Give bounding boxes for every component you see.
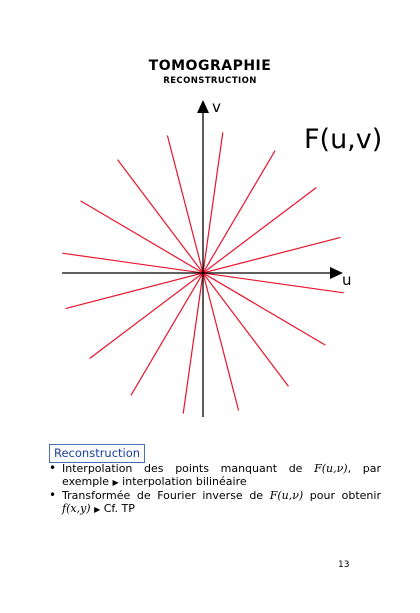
triangle-right-icon: ▶ xyxy=(112,478,119,487)
v-axis-arrowhead xyxy=(197,100,209,113)
bullet-inverse-fourier: Transformée de Fourier inverse de F(u,ν)… xyxy=(49,489,381,516)
function-label: F(u,v) xyxy=(304,124,383,155)
u-axis-arrowhead xyxy=(330,267,343,279)
slide-subtitle: RECONSTRUCTION xyxy=(163,76,257,86)
slide-title: TOMOGRAPHIE xyxy=(148,58,272,74)
triangle-right-icon: ▶ xyxy=(94,505,101,514)
bullet-interpolation: Interpolation des points manquant de F(u… xyxy=(49,462,381,489)
v-axis-label: v xyxy=(212,98,221,116)
u-axis-label: u xyxy=(342,271,352,289)
bullet-list: Interpolation des points manquant de F(u… xyxy=(49,462,381,516)
section-header: Reconstruction xyxy=(49,444,146,463)
page-number: 13 xyxy=(338,560,350,570)
